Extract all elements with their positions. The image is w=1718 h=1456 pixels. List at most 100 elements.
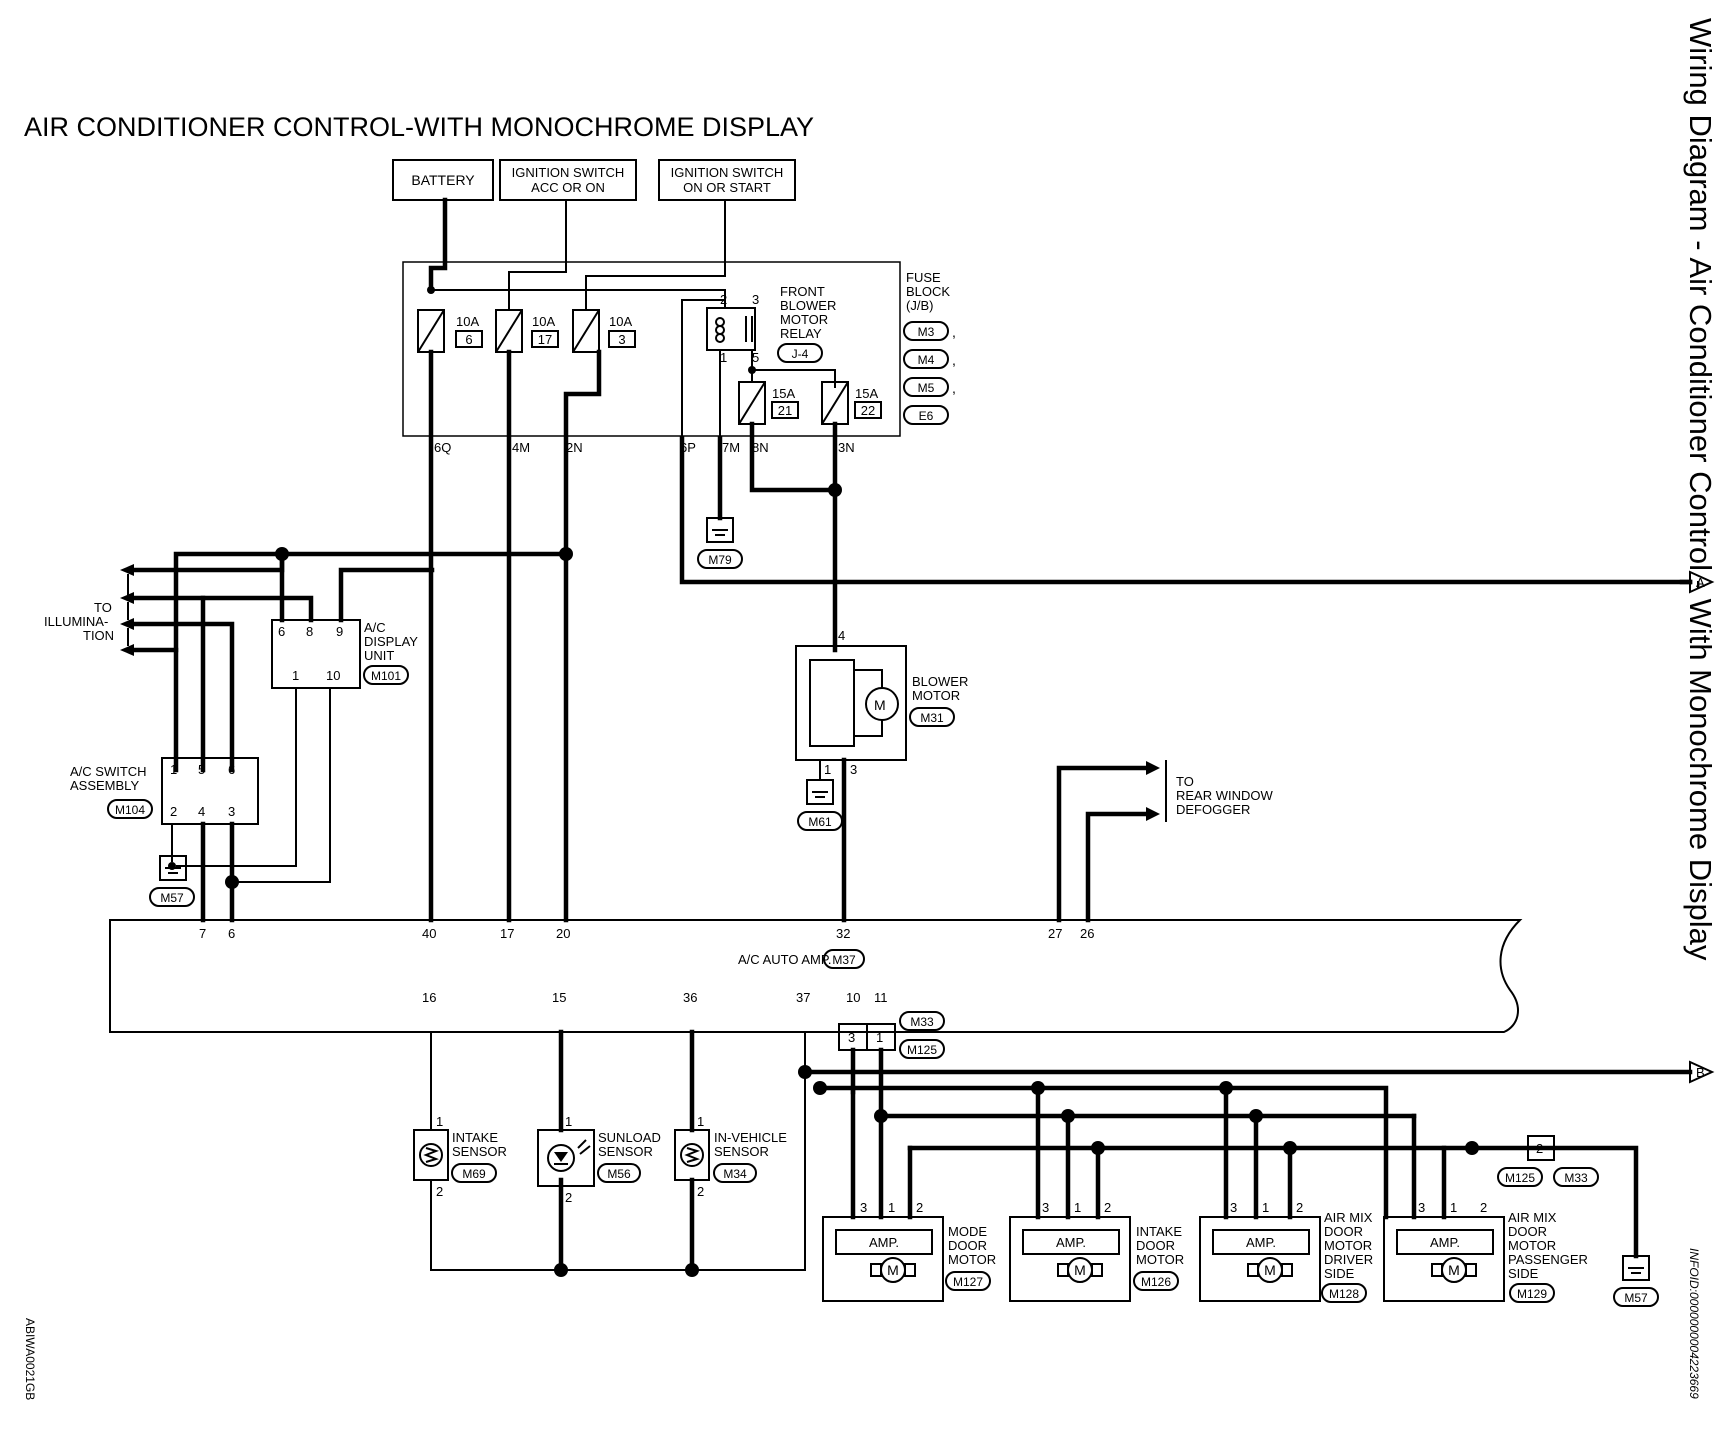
- ignition-start-source: IGNITION SWITCH ON OR START: [658, 159, 796, 201]
- intake-door-motor: AMP. M 3 1 2 INTAKE DOOR MOTOR M126: [1009, 1200, 1184, 1302]
- fuse-22-amp: 15A: [855, 386, 878, 401]
- ground-m61: M61: [797, 779, 843, 831]
- joint-connector-2: M125: [907, 1043, 937, 1057]
- wire-26-to-defogger: [1085, 811, 1151, 923]
- air-mix-passenger-motor-label-4: PASSENGER: [1508, 1252, 1588, 1267]
- switch-pin-4: 4: [198, 804, 205, 819]
- illumination-label-2: ILLUMINA-: [44, 614, 108, 629]
- switch-pin-6: 6: [228, 762, 235, 777]
- fuse-21-amp: 15A: [772, 386, 795, 401]
- intake-sensor-connector: M69: [462, 1167, 486, 1181]
- blower-pin-1: 1: [824, 762, 831, 777]
- blower-connector: M31: [920, 711, 944, 725]
- air-mix-passenger-motor-connector: M129: [1517, 1287, 1547, 1301]
- switch-label-1: A/C SWITCH: [70, 764, 147, 779]
- joint-connector-m125: 2 M125 M33: [1497, 1135, 1599, 1187]
- fuse-block-label-3: (J/B): [906, 298, 933, 313]
- fuse-3-number: 3: [618, 332, 625, 347]
- motor2-wires: [1035, 1085, 1101, 1220]
- display-pin10-wire: [232, 688, 331, 883]
- air-mix-driver-motor-label-4: DRIVER: [1324, 1252, 1373, 1267]
- intake-sensor-pin-1: 1: [436, 1114, 443, 1129]
- in-vehicle-sensor-label-2: SENSOR: [714, 1144, 769, 1159]
- terminal-4m: 4M: [512, 440, 530, 455]
- joint2-pin-2: 2: [1536, 1141, 1543, 1156]
- switch-pin-3: 3: [228, 804, 235, 819]
- sunload-sensor-pin-1: 1: [565, 1114, 572, 1129]
- air-mix-driver-motor-pin-3: 3: [1230, 1200, 1237, 1215]
- switch-connector: M104: [115, 803, 145, 817]
- ignition-start-label-1: IGNITION SWITCH: [671, 165, 784, 180]
- intake-door-motor-pin-1: 1: [1074, 1200, 1081, 1215]
- air-mix-door-motor-passenger: AMP. M 3 1 2 AIR MIX DOOR MOTOR PASSENGE…: [1383, 1200, 1588, 1303]
- relay-label-2: BLOWER: [780, 298, 836, 313]
- battery-source: BATTERY: [392, 159, 494, 201]
- mode-door-motor: AMP. M 3 1 2 MODE DOOR MOTOR M127: [822, 1200, 996, 1302]
- air-mix-passenger-motor-pin-3: 3: [1418, 1200, 1425, 1215]
- relay-pin2-wire: [681, 299, 725, 438]
- mode-door-motor-label-2: DOOR: [948, 1238, 987, 1253]
- joint2-connector-1: M125: [1505, 1171, 1535, 1185]
- mode-door-motor-label-3: MOTOR: [948, 1252, 996, 1267]
- sunload-sensor-label-1: SUNLOAD: [598, 1130, 661, 1145]
- defogger-label-1: TO: [1176, 774, 1194, 789]
- switch-pin-5: 5: [198, 762, 205, 777]
- display-pin-8: 8: [306, 624, 313, 639]
- blower-pin-3: 3: [850, 762, 857, 777]
- amp-pin-7: 7: [199, 926, 206, 941]
- defogger-arrow-1: [1146, 761, 1160, 775]
- display-label-1: A/C: [364, 620, 386, 635]
- fuse-6-number: 6: [465, 332, 472, 347]
- fuse-21-number: 21: [778, 403, 792, 418]
- amp-pin-10: 10: [846, 990, 860, 1005]
- ac-display-unit: 6 8 9 1 10 A/C DISPLAY UNIT M101: [271, 619, 418, 689]
- blower-label-1: BLOWER: [912, 674, 968, 689]
- relay-label-3: MOTOR: [780, 312, 828, 327]
- terminal-6q: 6Q: [434, 440, 451, 455]
- mode-door-motor-amp: AMP.: [869, 1235, 899, 1250]
- amp-pin-11: 11: [874, 990, 888, 1005]
- display-label-3: UNIT: [364, 648, 394, 663]
- fuse-3-amp: 10A: [609, 314, 632, 329]
- ground-m57-left: M57: [149, 855, 195, 907]
- amp-connector: M37: [832, 953, 856, 967]
- air-mix-driver-motor-label-2: DOOR: [1324, 1224, 1363, 1239]
- relay-pin-1: 1: [720, 350, 727, 365]
- sunload-sensor-pin-2: 2: [565, 1190, 572, 1205]
- motor3-wires: [1223, 1085, 1293, 1220]
- in-vehicle-sensor-pin-2: 2: [697, 1184, 704, 1199]
- intake-door-motor-pin-3: 3: [1042, 1200, 1049, 1215]
- joint2-connector-2: M33: [1564, 1171, 1588, 1185]
- mode-door-motor-pin-2: 2: [916, 1200, 923, 1215]
- in-vehicle-sensor-label-1: IN-VEHICLE: [714, 1130, 787, 1145]
- illumination-arrows: TO ILLUMINA- TION: [44, 564, 134, 656]
- front-blower-motor-relay: 2 3 1 5 FRONT BLOWER MOTOR RELAY J-4: [706, 284, 836, 365]
- amp-pin-37: 37: [796, 990, 810, 1005]
- ignition-acc-label-1: IGNITION SWITCH: [512, 165, 625, 180]
- terminal-3n: 3N: [838, 440, 855, 455]
- terminal-8n: 8N: [752, 440, 769, 455]
- air-mix-passenger-motor-symbol: M: [1448, 1262, 1460, 1278]
- air-mix-passenger-motor-label-1: AIR MIX: [1508, 1210, 1557, 1225]
- fuse-22-number: 22: [861, 403, 875, 418]
- ignition-acc-label-2: ACC OR ON: [531, 180, 605, 195]
- display-connector: M101: [371, 669, 401, 683]
- motor4-wires: [1411, 1113, 1447, 1220]
- illum-wire-3: [338, 567, 435, 623]
- switch-label-2: ASSEMBLY: [70, 778, 139, 793]
- relay-pin-5: 5: [752, 350, 759, 365]
- fuse-block-connector-1-label: M4: [918, 353, 935, 367]
- arrow-b-label: B: [1696, 1065, 1705, 1080]
- wire-2n-to-amp20: [563, 349, 602, 923]
- amp-pin-32: 32: [836, 926, 850, 941]
- left-code: ABIWA0021GB: [23, 1318, 37, 1400]
- air-mix-driver-motor-label-1: AIR MIX: [1324, 1210, 1373, 1225]
- ground-m79: M79: [697, 517, 743, 569]
- fuse-block-comma-1: ,: [952, 352, 956, 368]
- fuse-block-connector-0-label: M3: [918, 325, 935, 339]
- sunload-sensor-label-2: SENSOR: [598, 1144, 653, 1159]
- in-vehicle-sensor-connector: M34: [723, 1167, 747, 1181]
- ignition-acc-source: IGNITION SWITCH ACC OR ON: [499, 159, 637, 201]
- fuse-block-connector-0: M3 ,: [903, 321, 956, 341]
